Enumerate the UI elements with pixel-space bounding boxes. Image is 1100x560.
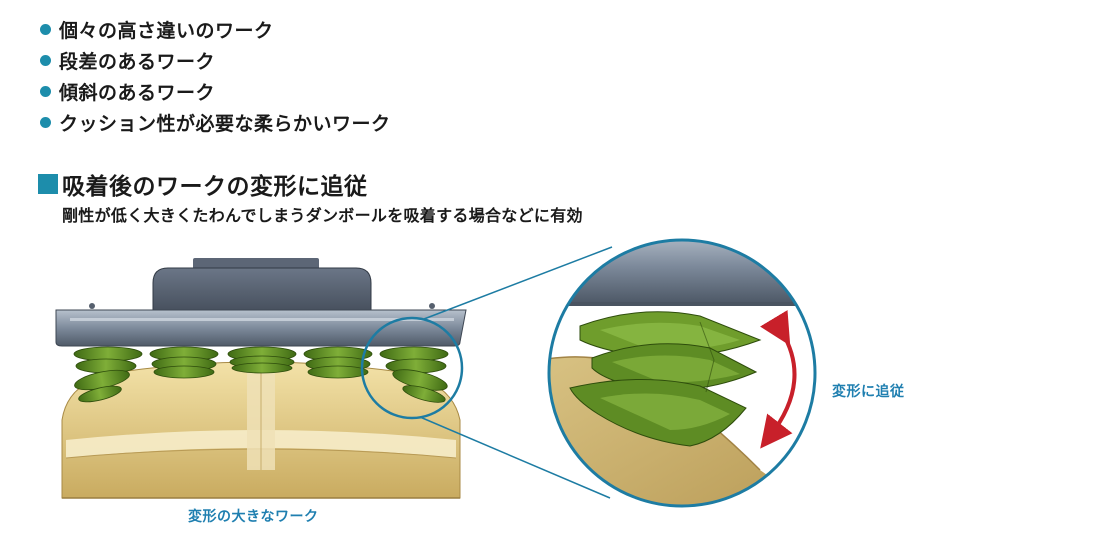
zoom-view <box>547 238 817 508</box>
feature-item: 傾斜のあるワーク <box>40 76 391 107</box>
section-heading: 吸着後のワークの変形に追従 <box>38 167 368 201</box>
feature-text: クッション性が必要な柔らかいワーク <box>59 113 391 135</box>
cardboard-work <box>61 361 461 499</box>
bullet-dot-icon <box>40 24 51 35</box>
feature-text: 段差のあるワーク <box>59 51 216 73</box>
suction-head-block <box>152 258 372 317</box>
feature-item: クッション性が必要な柔らかいワーク <box>40 107 391 138</box>
bellows-cups <box>73 346 449 403</box>
bellows-cup-4 <box>303 346 373 379</box>
bullet-dot-icon <box>40 117 51 128</box>
bullet-dot-icon <box>40 86 51 97</box>
section-description: 剛性が低く大きくたわんでしまうダンボールを吸着する場合などに有効 <box>62 206 583 225</box>
feature-text: 個々の高さ違いのワーク <box>59 20 274 42</box>
bellows-cup-1 <box>73 346 143 403</box>
feature-item: 個々の高さ違いのワーク <box>40 14 391 45</box>
magnifier-link <box>360 246 613 499</box>
feature-text: 傾斜のあるワーク <box>59 82 216 104</box>
square-marker-icon <box>38 174 58 194</box>
section-title-text: 吸着後のワークの変形に追従 <box>62 174 368 200</box>
bullet-dot-icon <box>40 55 51 66</box>
right-caption: 変形に追従 <box>832 384 905 400</box>
mounting-plate <box>55 303 467 347</box>
feature-list: 個々の高さ違いのワーク 段差のあるワーク 傾斜のあるワーク クッション性が必要な… <box>40 14 391 138</box>
double-arrow-icon <box>760 310 797 449</box>
left-caption: 変形の大きなワーク <box>188 509 319 525</box>
bellows-cup-2 <box>149 346 219 379</box>
zoom-bellows <box>569 311 762 447</box>
bellows-cup-5 <box>379 346 449 403</box>
bellows-cup-3 <box>227 346 297 374</box>
feature-item: 段差のあるワーク <box>40 45 391 76</box>
